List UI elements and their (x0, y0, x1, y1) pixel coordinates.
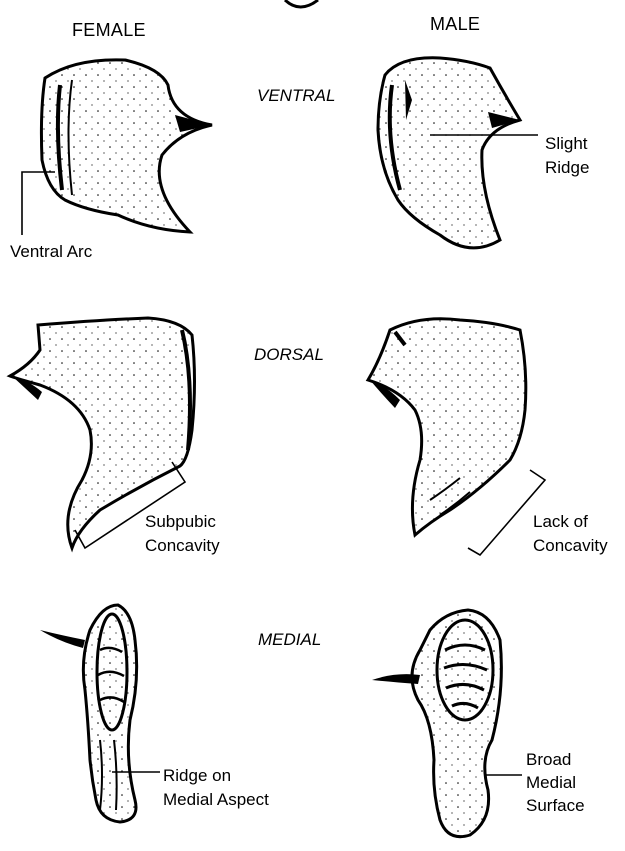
medial-male-bone (372, 610, 501, 837)
label-broad-3: Surface (526, 796, 585, 816)
label-slight-ridge-2: Ridge (545, 158, 589, 178)
medial-female-bone (40, 605, 137, 822)
dorsal-male-bone (368, 319, 526, 535)
label-subpubic-1: Subpubic (145, 512, 216, 532)
view-dorsal: DORSAL (254, 345, 324, 365)
label-broad-2: Medial (526, 773, 576, 793)
view-medial: MEDIAL (258, 630, 321, 650)
label-broad-1: Broad (526, 750, 571, 770)
label-ridge-medial-1: Ridge on (163, 766, 231, 786)
label-lack-2: Concavity (533, 536, 608, 556)
view-ventral: VENTRAL (257, 86, 335, 106)
top-fragment (285, 0, 318, 7)
label-ventral-arc: Ventral Arc (10, 242, 92, 262)
ventral-female-bone (41, 60, 212, 232)
label-subpubic-2: Concavity (145, 536, 220, 556)
label-slight-ridge-1: Slight (545, 134, 588, 154)
header-male: MALE (430, 14, 480, 35)
label-ridge-medial-2: Medial Aspect (163, 790, 269, 810)
header-female: FEMALE (72, 20, 146, 41)
ventral-male-bone (378, 58, 520, 248)
label-lack-1: Lack of (533, 512, 588, 532)
